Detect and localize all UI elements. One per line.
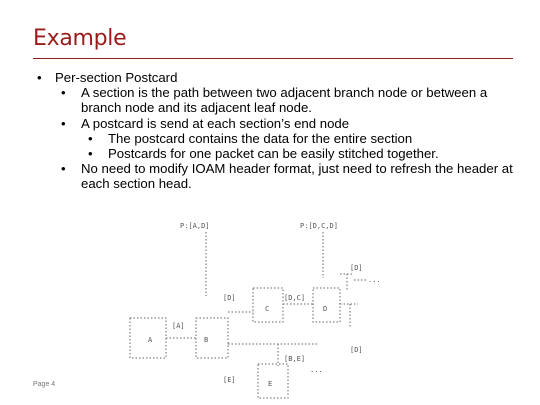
node-c-label: C <box>265 305 269 313</box>
branch-line <box>340 273 366 290</box>
bullet-list: •Per-section Postcard •A section is the … <box>33 70 513 192</box>
bullet-dot-icon: • <box>37 70 42 85</box>
bullet-item: • A postcard is send at each section’s en… <box>33 116 513 131</box>
packet-label-2: P:[D,C,D] <box>300 222 338 230</box>
bullet-dot-icon: • <box>88 146 93 162</box>
network-diagram: P:[A,D] P:[D,C,D] [D] ... C [D] [D,C] D … <box>129 222 381 399</box>
tag-d-bot: [D] <box>350 346 363 354</box>
node-a-label: A <box>148 336 153 344</box>
bullet-dot-icon: • <box>61 115 66 131</box>
bullet-item: • No need to modify IOAM header format, j… <box>33 161 513 191</box>
tag-dc: [D,C] <box>284 294 305 302</box>
ellipsis-top: ... <box>368 276 381 284</box>
bullet-dot-icon: • <box>88 130 93 146</box>
link-a-b-c <box>166 311 253 339</box>
tag-a: [A] <box>172 322 185 330</box>
tag-e: [E] <box>223 376 236 384</box>
node-e-box <box>257 363 289 399</box>
bullet-text: Per-section Postcard <box>55 70 178 85</box>
bullet-item: • Per-section Postcard <box>33 70 513 85</box>
ellipsis-bottom: ... <box>310 366 323 374</box>
bullet-text: Postcards for one packet can be easily s… <box>108 146 439 162</box>
bullet-dot-icon: • <box>61 85 66 101</box>
link-b-e <box>228 343 318 366</box>
tag-d-mid: [D] <box>223 294 236 302</box>
packet-label-1: P:[A,D] <box>180 222 210 230</box>
node-e-label: E <box>268 380 272 388</box>
node-b-label: B <box>204 336 208 344</box>
bullet-dot-icon: • <box>61 161 66 177</box>
node-d-label: D <box>323 305 327 313</box>
bullet-text: A postcard is send at each section’s end… <box>81 115 350 131</box>
bullet-item: • Postcards for one packet can be easily … <box>33 146 513 161</box>
tag-be: [B,E] <box>284 355 305 363</box>
link-d-right <box>340 303 358 328</box>
bullet-text: The postcard contains the data for the e… <box>108 130 413 146</box>
page-number: Page 4 <box>33 381 56 388</box>
title-divider <box>33 58 513 59</box>
node-b-box <box>195 317 229 359</box>
slide-title: Example <box>33 26 127 51</box>
node-d-box <box>312 287 341 323</box>
tag-d-top: [D] <box>350 264 363 272</box>
bullet-text: A section is the path between two adjace… <box>81 85 488 116</box>
bullet-item: • A section is the path between two adjac… <box>33 85 513 115</box>
bullet-text: No need to modify IOAM header format, ju… <box>81 161 513 192</box>
bullet-item: • The postcard contains the data for the … <box>33 131 513 146</box>
node-c-box <box>252 287 284 323</box>
